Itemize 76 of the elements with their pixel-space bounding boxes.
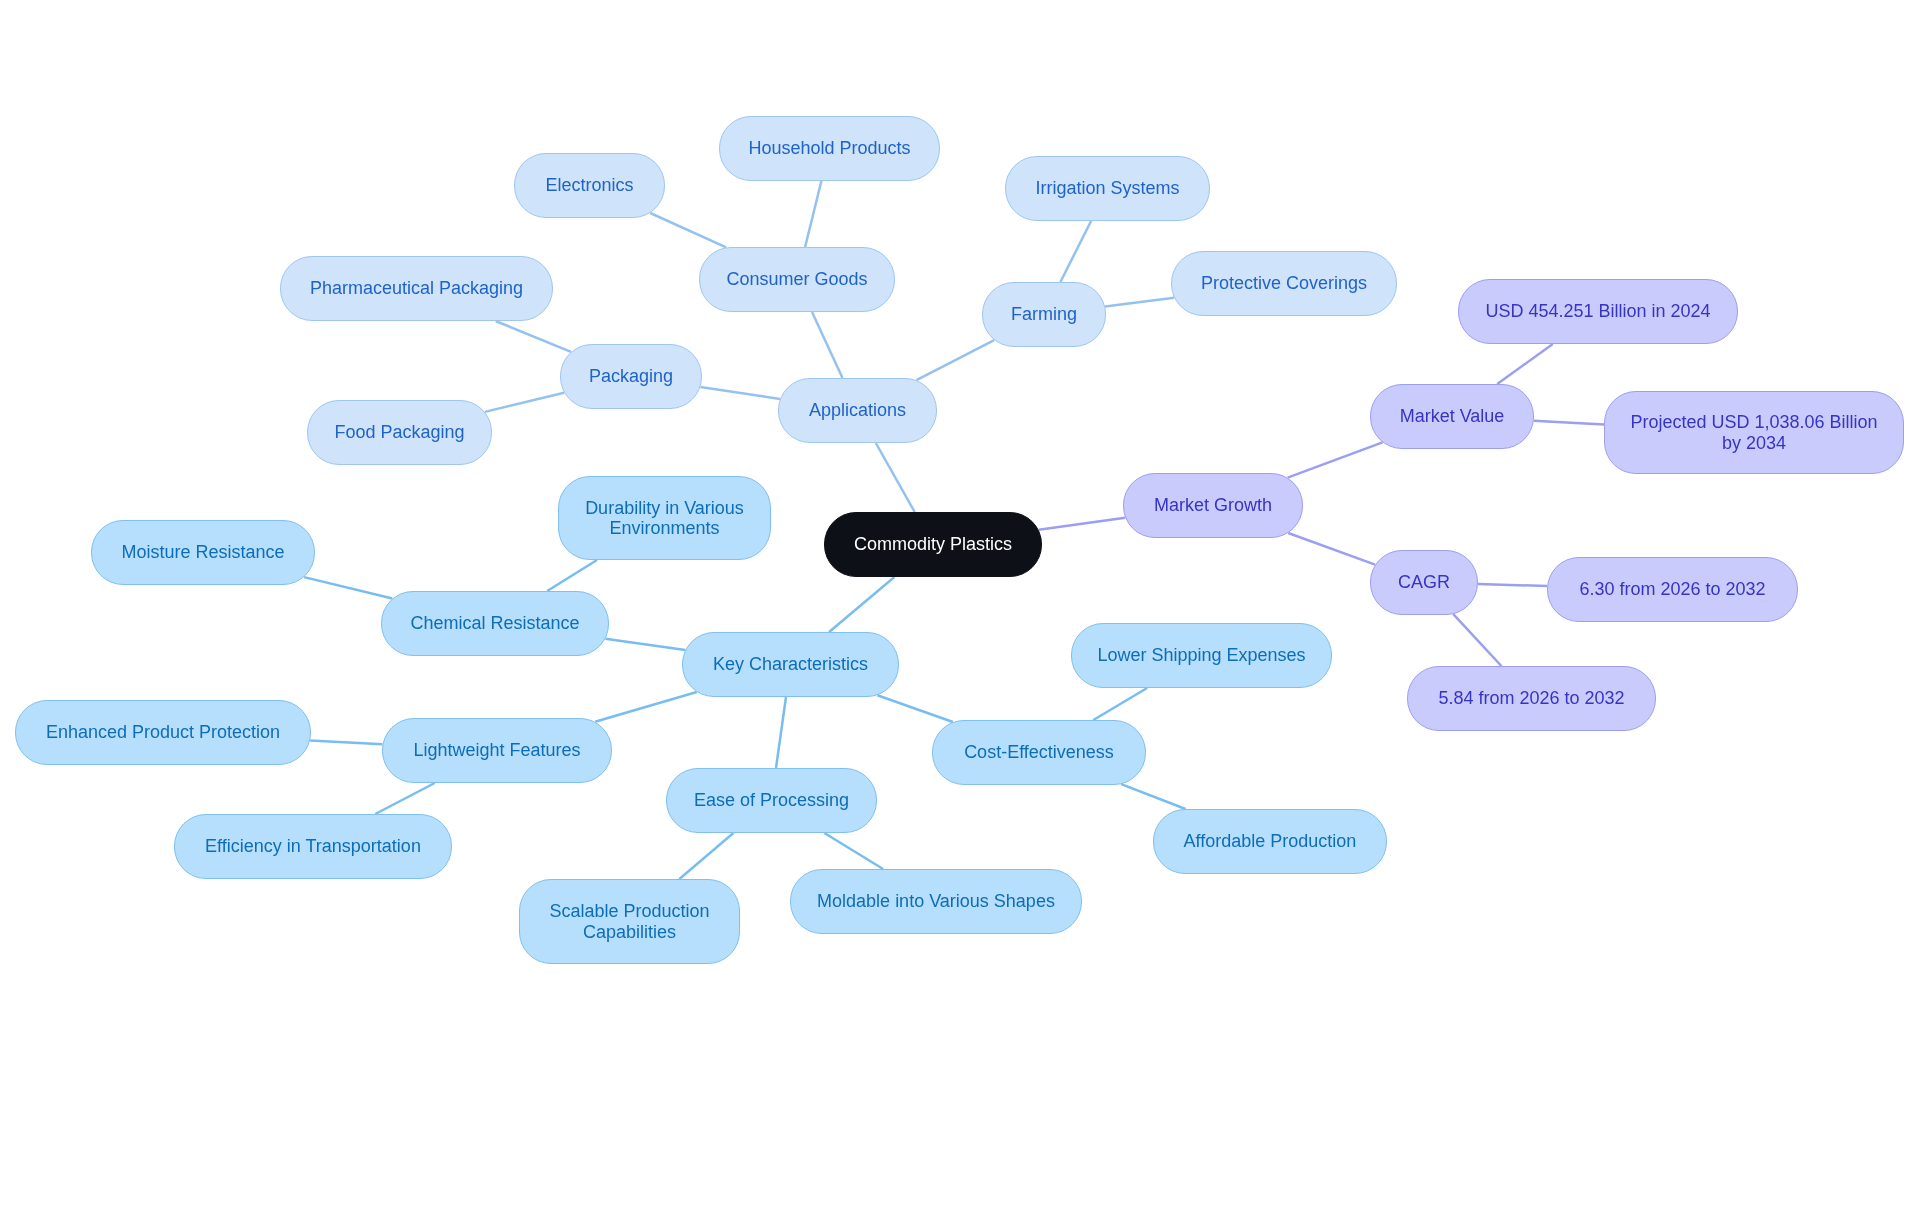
connector-line	[1452, 613, 1503, 667]
topic-text: Packaging	[588, 366, 674, 387]
topic-text: Farming	[1011, 304, 1077, 325]
connector-line	[1287, 531, 1376, 566]
topic-text: Market Growth	[1154, 495, 1272, 516]
topic-node	[519, 879, 740, 964]
topic-text: Lightweight Features	[413, 740, 581, 761]
connector-line	[915, 339, 995, 382]
topic-text: Food Packaging	[334, 422, 465, 443]
connector-line	[484, 391, 565, 414]
connector-line	[1496, 343, 1554, 385]
topic-node	[1370, 550, 1478, 615]
topic-node	[1604, 391, 1904, 474]
topic-text: Scalable Production Capabilities	[548, 901, 711, 942]
central-topic-node	[824, 512, 1042, 577]
connector-line	[310, 739, 383, 746]
topic-text: Enhanced Product Protection	[45, 722, 281, 743]
connector-line	[810, 311, 844, 379]
connector-line	[678, 832, 735, 880]
topic-node	[91, 520, 315, 585]
topic-text: Consumer Goods	[726, 269, 868, 290]
connector-line	[1287, 441, 1383, 479]
topic-text: Chemical Resistance	[410, 613, 580, 634]
topic-text: Irrigation Systems	[1035, 178, 1180, 199]
topic-text: Pharmaceutical Packaging	[309, 278, 524, 299]
topic-text: Moisture Resistance	[121, 542, 285, 563]
connector-line	[1477, 582, 1548, 588]
topic-text: Protective Coverings	[1200, 273, 1368, 294]
topic-node	[560, 344, 702, 409]
topic-text: Key Characteristics	[712, 654, 869, 675]
topic-node	[381, 591, 609, 656]
topic-text: 5.84 from 2026 to 2032	[1438, 688, 1625, 709]
connector-line	[1059, 220, 1093, 283]
topic-node	[307, 400, 492, 465]
connector-line	[649, 211, 727, 249]
topic-text: 6.30 from 2026 to 2032	[1579, 579, 1766, 600]
topic-node	[558, 476, 771, 560]
connector-line	[700, 385, 781, 401]
topic-node	[1123, 473, 1303, 538]
topic-text: Durability in Various Environments	[584, 497, 745, 539]
connector-line	[546, 558, 598, 593]
connector-line	[1533, 419, 1605, 426]
topic-node	[382, 718, 612, 783]
topic-text: Commodity Plastics	[853, 534, 1012, 555]
connector-line	[1120, 783, 1187, 811]
connector-line	[774, 696, 788, 769]
topic-text: Applications	[808, 400, 907, 421]
connector-line	[877, 694, 954, 724]
topic-text: Ease of Processing	[693, 790, 850, 811]
connector-line	[605, 637, 686, 652]
connector-line	[803, 180, 823, 248]
topic-text: Projected USD 1,038.06 Billion by 2034	[1629, 412, 1879, 453]
connector-line	[823, 831, 884, 871]
connector-line	[874, 442, 916, 513]
topic-text: Market Value	[1399, 406, 1505, 427]
topic-text: Electronics	[545, 175, 634, 196]
connector-line	[594, 690, 698, 723]
topic-node	[514, 153, 665, 218]
topic-text: USD 454.251 Billion in 2024	[1485, 301, 1711, 322]
topic-node	[1370, 384, 1534, 449]
connector-line	[495, 319, 572, 354]
topic-node	[682, 632, 899, 697]
topic-text: Household Products	[748, 138, 911, 159]
topic-text: CAGR	[1398, 572, 1450, 593]
topic-text: Efficiency in Transportation	[205, 836, 421, 857]
topic-text: Lower Shipping Expenses	[1097, 645, 1306, 666]
topic-text: Affordable Production	[1183, 831, 1357, 852]
connector-line	[1038, 516, 1126, 532]
connector-line	[374, 781, 436, 816]
connector-line	[828, 576, 896, 633]
topic-text: Cost-Effectiveness	[964, 742, 1114, 763]
connector-line	[303, 575, 393, 600]
topic-text: Moldable into Various Shapes	[817, 891, 1055, 912]
topic-node	[982, 282, 1106, 347]
connector-line	[1092, 686, 1148, 722]
connector-line	[1104, 296, 1175, 308]
